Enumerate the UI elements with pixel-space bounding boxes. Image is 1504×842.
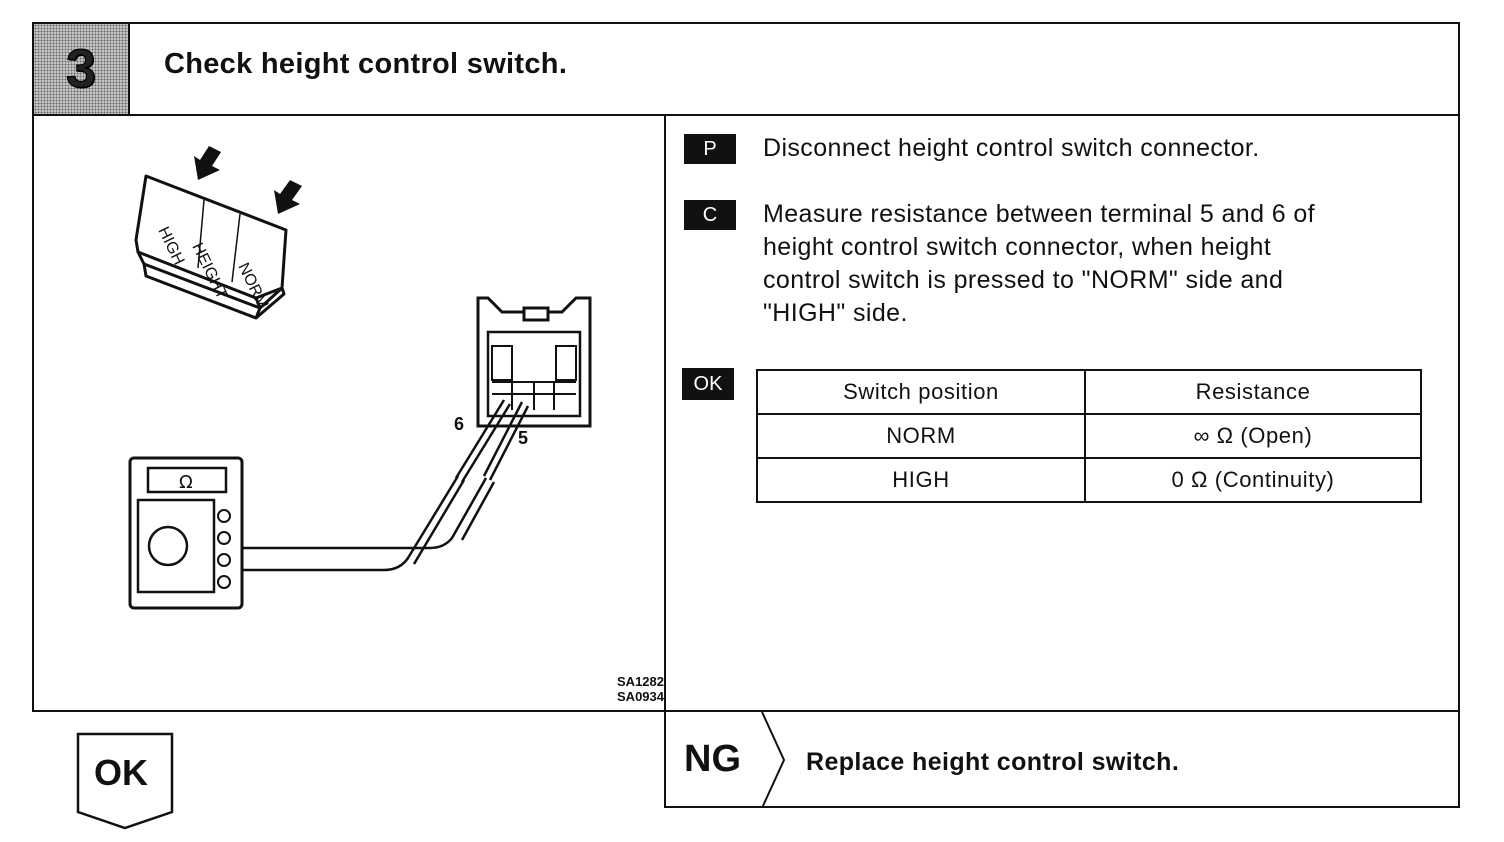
ok-tag: OK [682, 368, 734, 400]
table-row: NORM ∞ Ω (Open) [756, 413, 1422, 459]
check-instruction: Measure resistance between terminal 5 an… [763, 198, 1435, 330]
table-cell: HIGH [756, 457, 1086, 503]
check-tag: C [684, 200, 736, 230]
ok-tab-icon [76, 732, 174, 830]
main-panel [32, 116, 1460, 712]
ok-result-label: OK [94, 752, 148, 793]
table-cell: 0 Ω (Continuity) [1084, 457, 1422, 503]
table-cell: ∞ Ω (Open) [1084, 413, 1422, 459]
check-instruction-line: height control switch connector, when he… [763, 233, 1272, 261]
ohmmeter-icon [128, 456, 244, 610]
connector-icon [476, 296, 592, 428]
panel-divider [664, 116, 666, 808]
table-header-cell: Switch position [756, 369, 1086, 415]
probe-leads-icon [230, 399, 530, 572]
prepare-tag: P [684, 134, 736, 164]
table-header-row: Switch position Resistance [756, 369, 1422, 415]
press-arrow-icon [194, 146, 221, 180]
table-cell: NORM [756, 413, 1086, 459]
step-number-box [32, 22, 130, 116]
step-title: Check height control switch. [164, 48, 568, 80]
ohm-symbol: Ω [179, 472, 193, 493]
table-header-cell: Resistance [1084, 369, 1422, 415]
ng-action-text: Replace height control switch. [806, 748, 1180, 776]
figure-code: SA0934 [617, 689, 664, 704]
table-row: HIGH 0 Ω (Continuity) [756, 457, 1422, 503]
ng-chevron-icon [761, 712, 786, 808]
check-instruction-line: Measure resistance between terminal 5 an… [763, 200, 1316, 228]
figure-code: SA1282 [617, 674, 664, 689]
check-instruction-line: control switch is pressed to "NORM" side… [763, 266, 1284, 294]
ng-label: NG [684, 738, 741, 780]
resistance-table: Switch position Resistance NORM ∞ Ω (Ope… [756, 369, 1422, 503]
prepare-instruction: Disconnect height control switch connect… [763, 134, 1260, 162]
press-arrow-icon [274, 180, 302, 214]
check-instruction-line: "HIGH" side. [763, 299, 908, 327]
ng-result-box [664, 712, 1460, 808]
terminal-label-6: 6 [454, 414, 464, 434]
height-control-switch-icon [134, 174, 288, 320]
terminal-label-5: 5 [518, 428, 528, 448]
switch-test-illustration: HIGH HEIGHT NORM 6 5 [34, 118, 664, 710]
step-number: 3 [65, 38, 97, 99]
